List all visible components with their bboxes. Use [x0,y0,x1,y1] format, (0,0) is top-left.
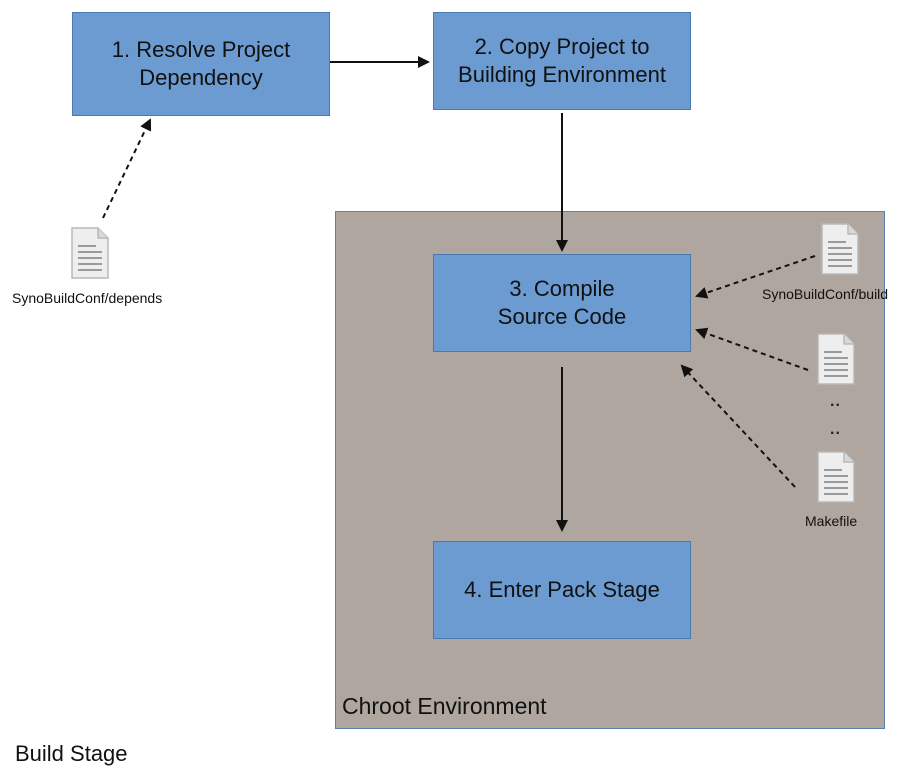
container-label: Chroot Environment [342,693,547,719]
step-label-line2: Dependency [139,65,263,90]
step-resolve-dependency: 1. Resolve Project Dependency [72,12,330,116]
step-label-line1: 3. Compile [509,276,615,301]
step-label-line1: 1. Resolve Project [111,37,291,62]
document-icon [821,223,859,275]
ellipsis-1: .. [830,393,841,410]
step-enter-pack-stage: 4. Enter Pack Stage [433,541,691,639]
arrow-build-to-step3 [695,255,816,299]
document-icon [817,451,855,503]
step-label-line2: Source Code [497,304,627,329]
step-compile-source: 3. Compile Source Code [433,254,691,352]
file-label-depends: SynoBuildConf/depends [12,290,163,306]
step-copy-project: 2. Copy Project to Building Environment [433,12,691,110]
step-label-line2: Building Environment [458,62,666,87]
arrow-file-to-step3 [695,327,809,371]
arrow-depends-to-step1 [102,118,152,219]
stage-title: Build Stage [15,741,128,766]
ellipsis-2: .. [830,421,841,438]
file-label-build: SynoBuildConf/build [762,286,889,302]
file-label-makefile: Makefile [805,513,858,529]
arrow-makefile-to-step3 [680,364,796,488]
step-label-line1: 4. Enter Pack Stage [464,577,660,602]
step-label-line1: 2. Copy Project to [474,34,650,59]
document-icon [71,227,109,279]
document-icon [817,333,855,385]
